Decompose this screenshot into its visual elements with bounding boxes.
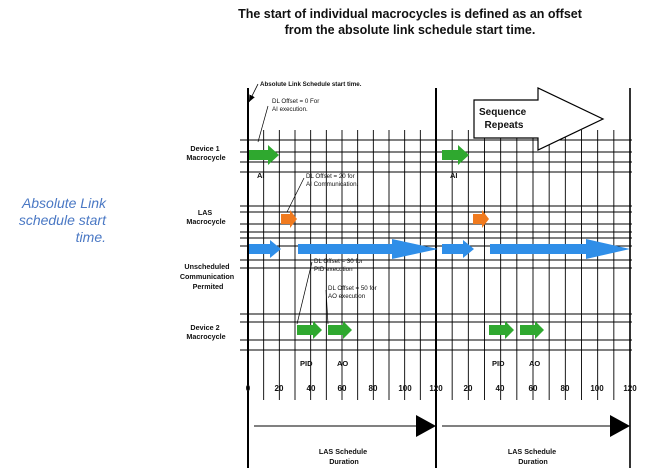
- time-tick-label: 20: [464, 384, 473, 393]
- time-tick-label: 40: [307, 384, 316, 393]
- las-comm-arrow-1: [281, 210, 297, 228]
- time-tick-label: 60: [529, 384, 538, 393]
- dl-offset-0-leader: [257, 105, 269, 143]
- ao-label-2: AO: [529, 359, 540, 368]
- row-label-device2: Device 2 Macrocycle: [186, 323, 225, 341]
- pid-label-2: PID: [492, 359, 505, 368]
- row-label-las: LAS Macrocycle: [186, 208, 225, 226]
- ai-label-1: AI: [257, 171, 265, 180]
- title-line-1: The start of individual macrocycles is d…: [238, 7, 582, 21]
- time-grid-vertical: [263, 130, 615, 400]
- pid-label-1: PID: [300, 359, 313, 368]
- time-tick-label: 80: [369, 384, 378, 393]
- dl-offset-50-leader: [325, 289, 329, 325]
- diagram-title: The start of individual macrocycles is d…: [190, 6, 630, 38]
- pid-block-arrow-1: [297, 321, 322, 339]
- unscheduled-arrow-3: [442, 240, 474, 258]
- duration-label-2: LAS Schedule Duration: [508, 447, 558, 466]
- time-tick-label: 120: [429, 384, 443, 393]
- start-annotation-text: Absolute Link Schedule start time.: [260, 81, 362, 88]
- side-caption: Absolute Link schedule start time.: [0, 195, 106, 246]
- las-comm-arrow-2: [473, 210, 489, 228]
- ai-label-2: AI: [450, 171, 458, 180]
- side-caption-line-1: Absolute Link: [21, 195, 106, 211]
- dl-offset-20-leader: [286, 177, 305, 213]
- time-tick-label: 20: [275, 384, 284, 393]
- side-caption-line-2: schedule start: [18, 212, 106, 228]
- time-tick-label: 120: [623, 384, 637, 393]
- unscheduled-arrow-4: [490, 239, 630, 259]
- time-tick-label: 100: [398, 384, 412, 393]
- row-label-device1: Device 1 Macrocycle: [186, 144, 225, 162]
- time-axis-ticks: 0 20 40 60 80 100 120 20 40 60 80 100 120: [246, 384, 637, 393]
- ai-block-arrow-1: [249, 145, 279, 165]
- duration-arrowhead-1: [416, 415, 436, 437]
- side-caption-line-3: time.: [75, 229, 106, 245]
- ai-block-arrow-2: [442, 145, 469, 165]
- sequence-repeats-arrow: [473, 87, 605, 151]
- unscheduled-arrow-2: [298, 239, 438, 259]
- row-label-unscheduled: Unscheduled Communication Permited: [180, 262, 236, 291]
- ao-label-1: AO: [337, 359, 348, 368]
- sequence-repeats-text: Sequence Repeats: [479, 107, 529, 131]
- dl-offset-30-leader: [296, 261, 313, 325]
- time-tick-label: 80: [561, 384, 570, 393]
- duration-label-1: LAS Schedule Duration: [319, 447, 369, 466]
- start-annotation-leader: [248, 83, 259, 103]
- time-tick-label: 100: [590, 384, 604, 393]
- duration-arrowhead-2: [610, 415, 630, 437]
- time-tick-label: 0: [246, 384, 251, 393]
- dl-offset-50-text: DL Offset = 50 for AO execution: [328, 285, 378, 300]
- time-tick-label: 40: [496, 384, 505, 393]
- title-line-2: from the absolute link schedule start ti…: [284, 23, 536, 37]
- dl-offset-30-text: DL Offset = 30 for PID execution: [314, 258, 364, 273]
- dl-offset-0-text: DL Offset = 0 For AI execution.: [272, 98, 321, 113]
- pid-block-arrow-2: [489, 321, 514, 339]
- ao-block-arrow-2: [520, 321, 544, 339]
- unscheduled-arrow-1: [249, 240, 281, 258]
- dl-offset-20-text: DL Offset = 20 for AI Communication.: [306, 173, 359, 188]
- ao-block-arrow-1: [328, 321, 352, 339]
- time-tick-label: 60: [338, 384, 347, 393]
